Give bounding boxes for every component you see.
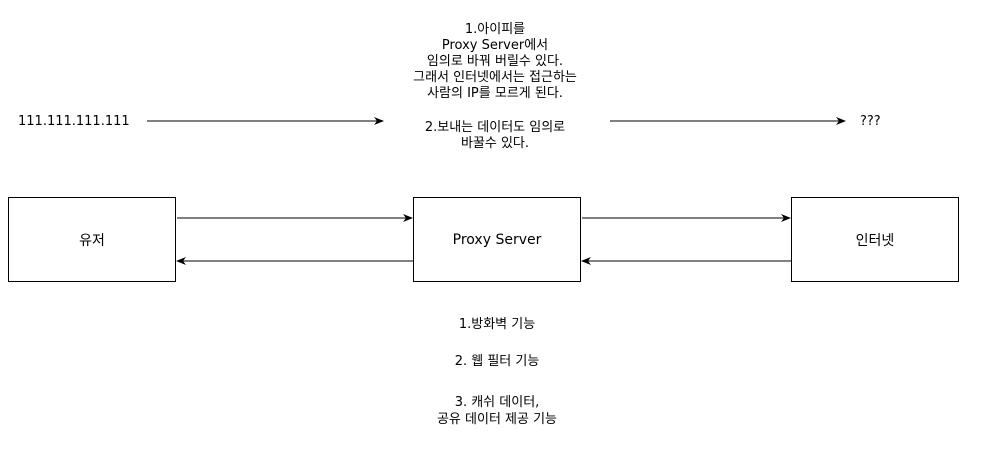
- top-note-line: 사람의 IP를 모르게 된다.: [427, 86, 563, 101]
- top-note-line: 바꿀수 있다.: [460, 136, 530, 151]
- top-note-line: Proxy Server에서: [441, 38, 549, 53]
- proxy-server-box-label: Proxy Server: [452, 231, 542, 248]
- top-note-line: 임의로 바꿔 버릴수 있다.: [426, 54, 564, 69]
- internet-box-label: 인터넷: [855, 232, 895, 249]
- user-box-label: 유저: [79, 232, 105, 249]
- internet-box: 인터넷: [791, 197, 959, 282]
- top-note-line: 2.보내는 데이터도 임의로: [424, 120, 566, 135]
- feature-item-web-filter: 2. 웹 필터 기능: [454, 354, 540, 369]
- top-note-line: 그래서 인터넷에서는 접근하는: [413, 70, 577, 85]
- top-note-line: 1.아이피를: [464, 22, 526, 37]
- user-box: 유저: [8, 197, 176, 282]
- feature-item-firewall: 1.방화벽 기능: [458, 317, 536, 332]
- unknown-ip-label: ???: [860, 114, 881, 129]
- feature-item-cache-continued: 공유 데이터 제공 기능: [436, 412, 558, 427]
- ip-address-label: 111.111.111.111: [18, 114, 130, 129]
- proxy-server-box: Proxy Server: [413, 197, 581, 282]
- top-note: 1.아이피를 Proxy Server에서 임의로 바꿔 버릴수 있다. 그래서…: [370, 22, 620, 152]
- feature-item-cache: 3. 캐쉬 데이터,: [454, 395, 540, 410]
